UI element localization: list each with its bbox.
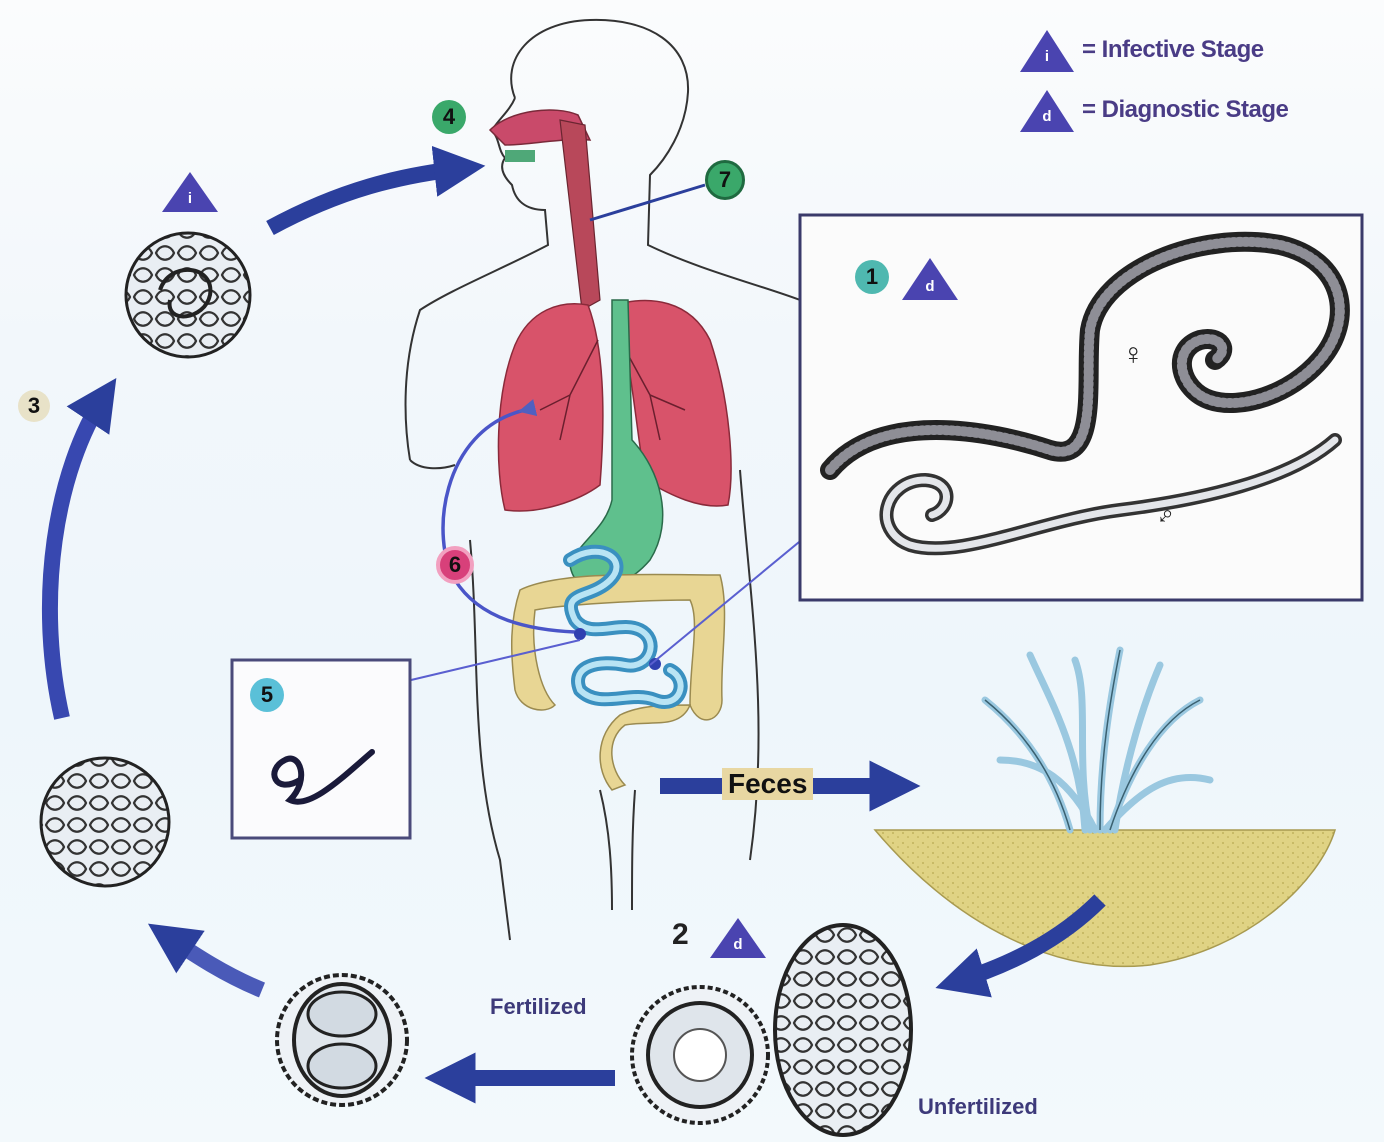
embryonated-egg-larva bbox=[41, 758, 169, 886]
feces-label: Feces bbox=[722, 768, 813, 800]
infective-stage-letter: i bbox=[162, 190, 218, 207]
step-1-badge: 1 bbox=[855, 260, 889, 294]
human-body-outline bbox=[406, 20, 800, 940]
infective-stage-marker: i bbox=[162, 172, 218, 212]
step-6-badge: 6 bbox=[436, 546, 474, 584]
diagnostic-stage-letter-adult: d bbox=[902, 278, 958, 295]
step-2-label: 2 bbox=[672, 918, 689, 952]
pointer-line-5 bbox=[390, 640, 580, 685]
fertilized-label: Fertilized bbox=[490, 994, 587, 1020]
legend-infective-letter: i bbox=[1020, 48, 1074, 65]
two-cell-egg bbox=[277, 975, 407, 1105]
large-intestine bbox=[512, 574, 725, 790]
infective-egg bbox=[126, 233, 250, 357]
fertilized-egg bbox=[632, 987, 768, 1123]
diagnostic-stage-letter-egg: d bbox=[710, 936, 766, 953]
legend-diagnostic-label: = Diagnostic Stage bbox=[1082, 96, 1288, 124]
step-3-badge: 3 bbox=[18, 390, 50, 422]
legend-diagnostic-triangle: d bbox=[1020, 90, 1074, 132]
male-symbol: ♂ bbox=[1156, 500, 1176, 531]
arrow-embryo-to-larva bbox=[165, 935, 262, 990]
pointer-line-7 bbox=[590, 185, 705, 220]
unfertilized-egg bbox=[775, 925, 911, 1135]
diagnostic-stage-marker-egg: d bbox=[710, 918, 766, 958]
legend-infective-triangle: i bbox=[1020, 30, 1074, 72]
soil-and-grass bbox=[875, 650, 1335, 966]
unfertilized-label: Unfertilized bbox=[918, 1094, 1038, 1120]
step-7-badge: 7 bbox=[705, 160, 745, 200]
legend-infective-label: = Infective Stage bbox=[1082, 36, 1264, 64]
legend-diagnostic-letter: d bbox=[1020, 108, 1074, 125]
arrow-to-mouth bbox=[270, 168, 465, 228]
female-symbol: ♀ bbox=[1122, 338, 1145, 372]
arrow-up-to-infective bbox=[50, 395, 105, 718]
step-5-badge: 5 bbox=[250, 678, 284, 712]
diagnostic-stage-marker-adult: d bbox=[902, 258, 958, 300]
step-4-badge: 4 bbox=[432, 100, 466, 134]
